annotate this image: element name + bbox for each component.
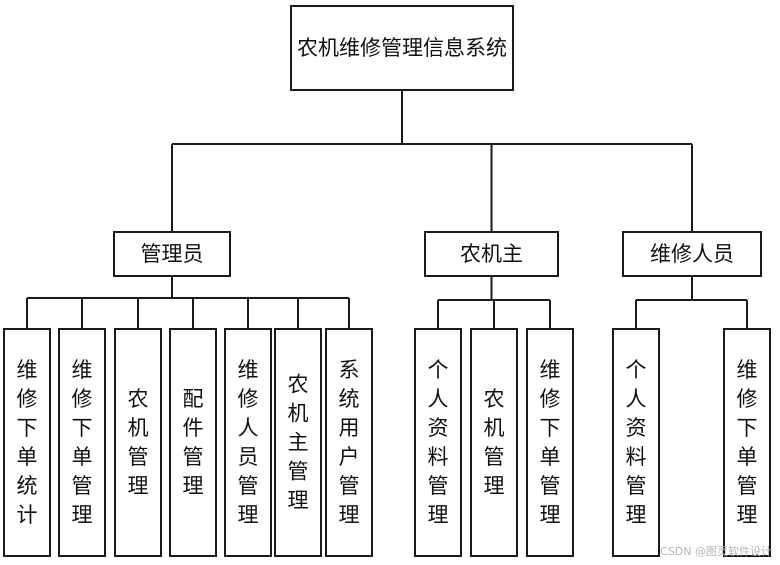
leaf-node-1-0 (414, 328, 462, 557)
leaf-node-label-0-6: 系统用户管理 (339, 358, 360, 527)
leaf-node-label-0-0: 维修下单统计 (17, 358, 38, 527)
leaf-node-label-1-0: 个人资料管理 (428, 358, 449, 527)
leaf-node-0-4 (224, 328, 272, 557)
leaf-node-0-1 (58, 328, 106, 557)
group-node-label-1: 农机主 (460, 242, 523, 266)
leaf-node-0-6 (325, 328, 373, 557)
group-node-1 (424, 231, 559, 277)
group-node-label-0: 管理员 (141, 242, 204, 266)
group-node-label-2: 维修人员 (650, 242, 734, 266)
leaf-node-0-5 (274, 328, 322, 557)
leaf-node-label-2-1: 维修下单管理 (737, 358, 758, 527)
leaf-node-label-0-5: 农机主管理 (288, 373, 309, 513)
leaf-node-label-0-4: 维修人员管理 (238, 358, 259, 527)
root-node (290, 5, 514, 91)
leaf-node-label-0-1: 维修下单管理 (72, 358, 93, 527)
leaf-node-label-1-2: 维修下单管理 (540, 358, 561, 527)
leaf-node-label-0-2: 农机管理 (128, 387, 149, 498)
leaf-node-label-1-1: 农机管理 (484, 387, 505, 498)
leaf-node-2-0 (612, 328, 660, 557)
leaf-node-0-3 (169, 328, 217, 557)
leaf-node-0-0 (3, 328, 51, 557)
connector-lines (26, 90, 748, 329)
leaf-node-1-1 (470, 328, 518, 557)
leaf-node-label-2-0: 个人资料管理 (626, 358, 647, 527)
group-node-2 (622, 231, 762, 277)
leaf-node-1-2 (526, 328, 574, 557)
leaf-node-0-2 (114, 328, 162, 557)
root-node-label: 农机维修管理信息系统 (297, 36, 507, 60)
group-node-0 (113, 231, 231, 277)
leaf-node-label-0-3: 配件管理 (183, 387, 204, 498)
watermark-text: CSDN @图灵软件设计 (660, 545, 772, 558)
leaf-node-2-1 (723, 328, 771, 557)
